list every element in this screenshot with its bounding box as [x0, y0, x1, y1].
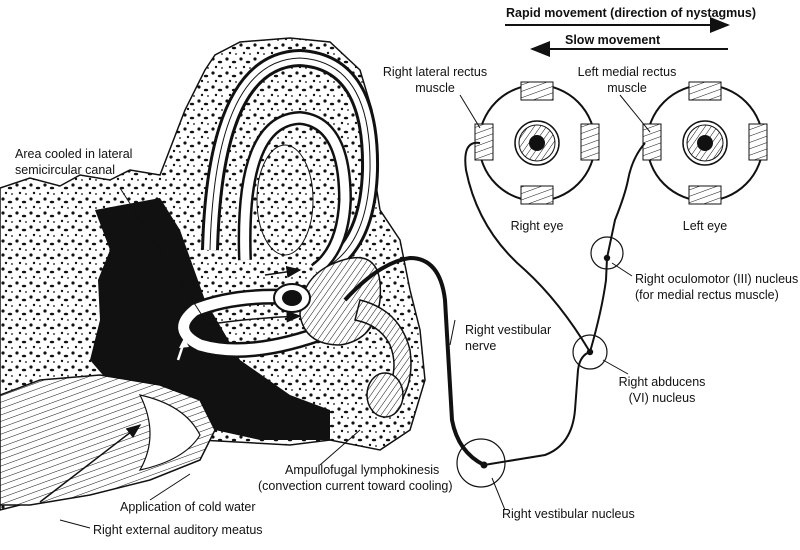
left-eye-label: Left eye	[683, 219, 728, 233]
lymphokinesis-label-1: Ampullofugal lymphokinesis	[285, 463, 439, 477]
abducens-label-1: Right abducens	[619, 375, 706, 389]
oculomotor-label-2: (for medial rectus muscle)	[635, 288, 779, 302]
vestibular-nerve-label-2: nerve	[465, 339, 496, 353]
semicircular-canals	[201, 48, 380, 276]
area-cooled-label-1: Area cooled in lateral	[15, 147, 132, 161]
abducens-label-2: (VI) nucleus	[629, 391, 696, 405]
leader-lines	[59, 94, 651, 529]
cooling-arrow-head-icon	[179, 338, 189, 348]
vestibular-nucleus-label: Right vestibular nucleus	[502, 507, 635, 521]
slow-movement-label: Slow movement	[565, 33, 661, 47]
lymphokinesis-label-2: (convection current toward cooling)	[258, 479, 453, 493]
vestibular-nerve-label-1: Right vestibular	[465, 323, 551, 337]
neural-pathways	[343, 141, 646, 467]
lateral-semicircular-canal	[175, 288, 333, 361]
right-eye-label: Right eye	[511, 219, 564, 233]
middle-ear-cavity	[90, 198, 330, 440]
right-lateral-rectus-label-2: muscle	[415, 81, 455, 95]
vestibular-nerve-trunk	[354, 299, 412, 418]
left-medial-rectus-label-2: muscle	[607, 81, 647, 95]
oculomotor-label-1: Right oculomotor (III) nucleus	[635, 272, 798, 286]
area-cooled-label-2: semicircular canal	[15, 163, 115, 177]
left-eye	[642, 81, 768, 205]
right-eye	[474, 81, 600, 205]
right-lateral-rectus-label-1: Right lateral rectus	[383, 65, 487, 79]
rapid-movement-label: Rapid movement (direction of nystagmus)	[506, 6, 756, 20]
ampulla	[264, 256, 382, 346]
external-auditory-meatus	[0, 374, 216, 506]
cold-water-label: Application of cold water	[120, 500, 256, 514]
left-medial-rectus-label-1: Left medial rectus	[578, 65, 677, 79]
cold-water-arrow-icon	[39, 424, 142, 503]
auditory-meatus-label: Right external auditory meatus	[93, 523, 263, 537]
